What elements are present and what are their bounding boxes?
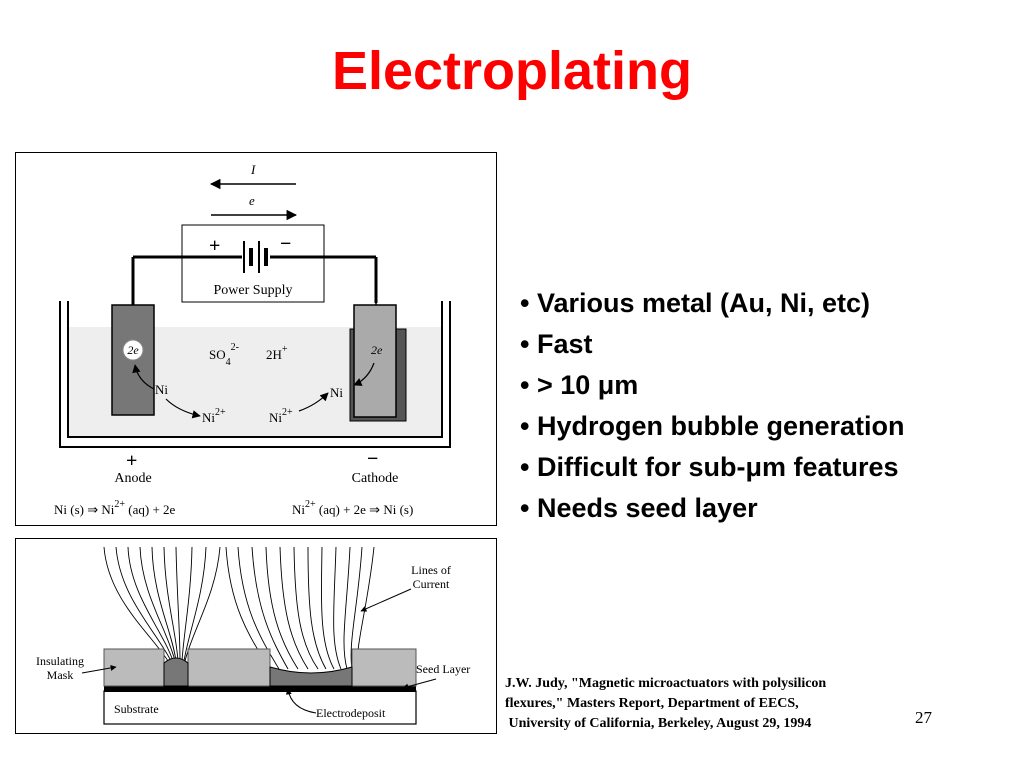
anode-plus: + [126,450,137,472]
cathode-minus: − [367,448,378,470]
citation: J.W. Judy, "Magnetic microactuators with… [505,676,827,731]
page-number: 27 [915,708,932,727]
ni-ion-right: Ni2+ [269,407,293,425]
cathode-electron-arrow [353,362,375,386]
seed-layer-label: Seed Layer [416,662,470,676]
electroplating-cell-diagram: I e + − Power Supply 2e 2e SO42- 2H+ Ni … [54,162,451,517]
bullet-list: • Various metal (Au, Ni, etc) • Fast • >… [520,283,905,529]
electrodeposit-label: Electrodeposit [316,706,386,720]
tank-outer-wall [59,301,451,448]
anode-label: Anode [114,471,151,486]
bullet-item: • > 10 μm [520,370,639,400]
battery-icon [133,241,376,273]
current-label: I [250,162,256,177]
current-lines-left [103,546,221,662]
cathode-ni-label: Ni [330,385,343,400]
cathode-deposition-arrow [298,392,329,412]
power-supply-label: Power Supply [214,283,293,298]
mask-right [351,648,417,687]
mask-center [187,648,271,687]
seed-layer-pointer [402,678,437,690]
bullet-item: • Difficult for sub-μm features [520,452,899,482]
anode-ni-label: Ni [155,382,168,397]
cathode-equation: Ni2+ (aq) + 2e ⇒ Ni (s) [292,499,413,517]
bullet-item: • Fast [520,329,593,359]
slide-title: Electroplating [331,41,693,101]
anode-dissolution-arrow [165,398,201,419]
electrodeposit-pointer [285,688,317,714]
supply-minus: − [280,233,291,255]
ni-ion-left: Ni2+ [202,407,226,425]
cathode-electrode [353,304,397,418]
insulating-mask-pointer [81,664,117,674]
tank-inner-wall [67,301,443,438]
electroplating-cell-figure: I e + − Power Supply 2e 2e SO42- 2H+ Ni … [15,152,497,526]
hydrogen-label: 2H+ [266,344,288,362]
bullet-item: • Needs seed layer [520,493,758,523]
electron-label: e [249,193,255,208]
bullet-item: • Various metal (Au, Ni, etc) [520,288,871,318]
electrodeposit-right [269,666,353,687]
sulfate-label: SO42- [209,342,239,368]
bullet-item: • Hydrogen bubble generation [520,411,905,441]
anode-electrons: 2e [127,343,139,357]
electrodeposit-left [163,657,189,687]
cathode-electrons: 2e [371,343,383,357]
anode-electron-circle [122,339,144,361]
substrate-label: Substrate [114,702,159,716]
lines-of-current-pointer [360,588,412,612]
cathode-label: Cathode [352,471,399,486]
anode-electron-arrow [132,364,155,390]
supply-plus: + [209,235,220,257]
seed-layer [104,686,416,692]
anode-equation: Ni (s) ⇒ Ni2+ (aq) + 2e [54,499,176,517]
